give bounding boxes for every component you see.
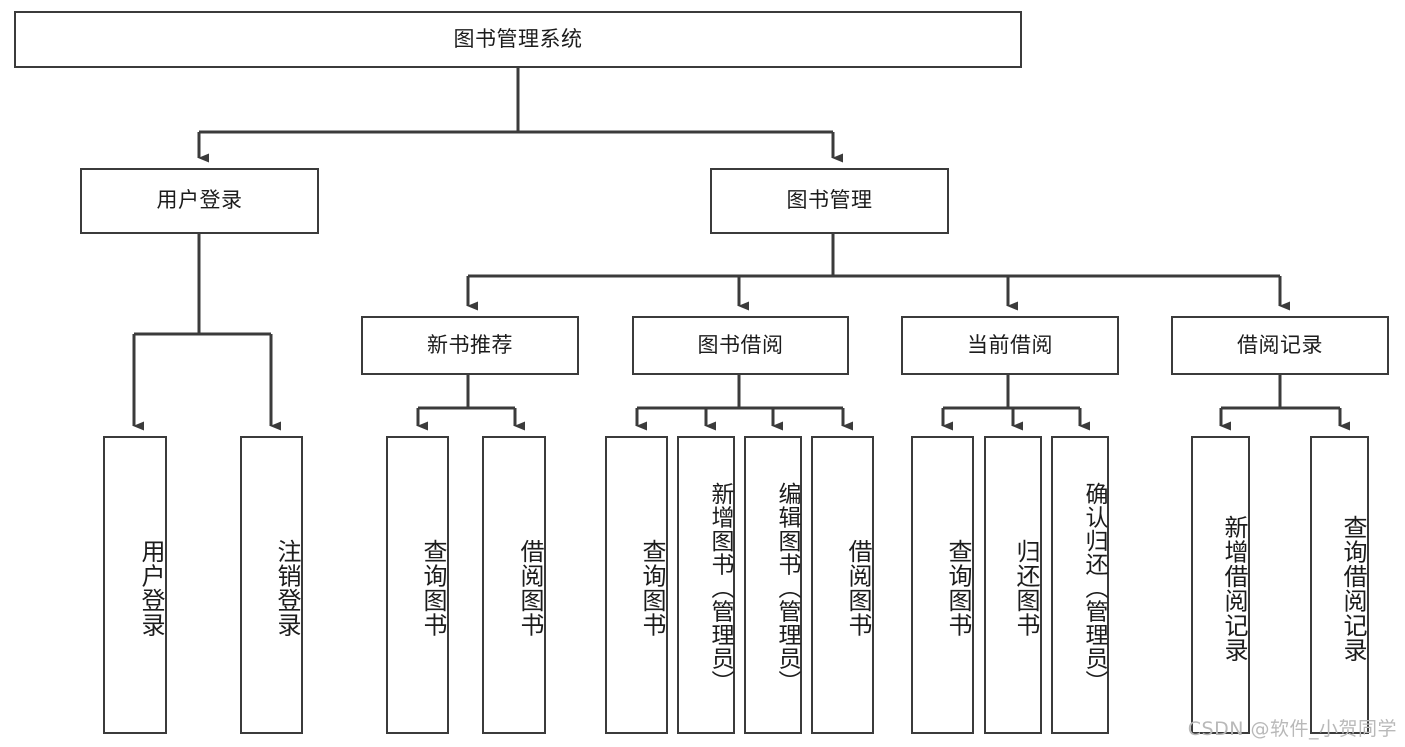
node-leaf-add-borrow-record-label: 新增借阅记录: [1220, 514, 1248, 662]
node-current-borrow[interactable]: 当前借阅: [901, 316, 1119, 375]
node-leaf-query-book-borrow[interactable]: 查询图书: [605, 436, 668, 734]
node-current-borrow-label: 当前借阅: [967, 332, 1053, 357]
node-leaf-user-login-label: 用户登录: [137, 539, 165, 637]
node-leaf-user-login[interactable]: 用户登录: [103, 436, 167, 734]
node-leaf-borrow-book[interactable]: 借阅图书: [811, 436, 874, 734]
node-book-manage-label: 图书管理: [786, 188, 873, 213]
node-leaf-return-book[interactable]: 归还图书: [984, 436, 1042, 734]
node-leaf-borrow-book-rec[interactable]: 借阅图书: [482, 436, 546, 734]
node-root-label: 图书管理系统: [453, 26, 583, 51]
node-leaf-add-book-admin[interactable]: 新增图书（管理员）: [677, 436, 735, 734]
node-user-login[interactable]: 用户登录: [80, 168, 319, 234]
node-leaf-user-logout[interactable]: 注销登录: [240, 436, 303, 734]
node-book-manage[interactable]: 图书管理: [710, 168, 949, 234]
node-user-login-label: 用户登录: [156, 188, 243, 213]
node-new-book-recommend[interactable]: 新书推荐: [361, 316, 579, 375]
node-leaf-borrow-book-rec-label: 借阅图书: [516, 539, 544, 637]
node-leaf-query-book-rec-label: 查询图书: [419, 539, 447, 637]
node-leaf-edit-book-admin-label: 编辑图书（管理员）: [774, 482, 800, 694]
node-borrow-record-label: 借阅记录: [1237, 332, 1323, 357]
node-leaf-add-book-admin-label: 新增图书（管理员）: [707, 482, 733, 694]
node-leaf-confirm-return-admin-label: 确认归还（管理员）: [1081, 482, 1107, 694]
node-leaf-query-borrow-record[interactable]: 查询借阅记录: [1310, 436, 1369, 734]
node-leaf-query-book-current[interactable]: 查询图书: [911, 436, 974, 734]
node-book-borrow-label: 图书借阅: [697, 332, 784, 357]
node-leaf-edit-book-admin[interactable]: 编辑图书（管理员）: [744, 436, 802, 734]
node-leaf-query-book-rec[interactable]: 查询图书: [386, 436, 449, 734]
node-leaf-confirm-return-admin[interactable]: 确认归还（管理员）: [1051, 436, 1109, 734]
node-leaf-return-book-label: 归还图书: [1012, 539, 1040, 637]
node-root-system[interactable]: 图书管理系统: [14, 11, 1022, 68]
csdn-watermark: CSDN @软件_小贺同学: [1187, 718, 1397, 740]
node-leaf-query-borrow-record-label: 查询借阅记录: [1339, 514, 1367, 662]
node-leaf-add-borrow-record[interactable]: 新增借阅记录: [1191, 436, 1250, 734]
node-leaf-query-book-current-label: 查询图书: [944, 539, 972, 637]
node-leaf-borrow-book-label: 借阅图书: [844, 539, 872, 637]
node-leaf-user-logout-label: 注销登录: [273, 539, 301, 637]
node-new-book-recommend-label: 新书推荐: [427, 332, 513, 357]
node-borrow-record[interactable]: 借阅记录: [1171, 316, 1389, 375]
node-leaf-query-book-borrow-label: 查询图书: [638, 539, 666, 637]
node-book-borrow[interactable]: 图书借阅: [632, 316, 849, 375]
